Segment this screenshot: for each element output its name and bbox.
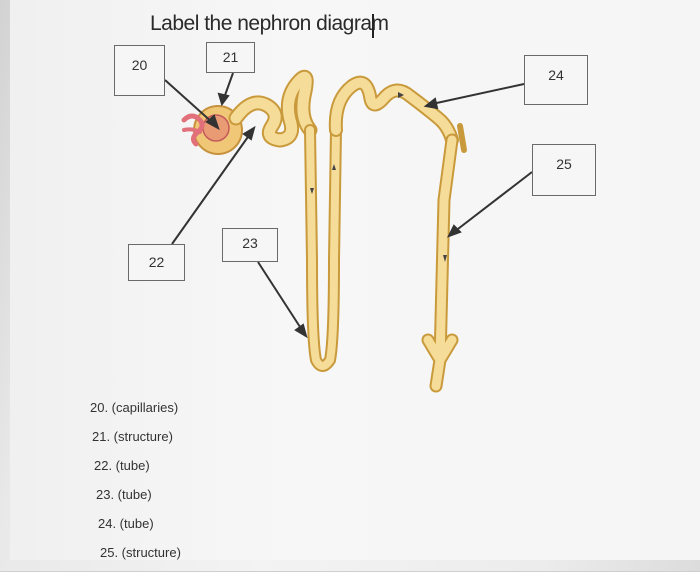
leader-line-20 — [164, 79, 215, 125]
answer-item-25: 25. (structure) — [100, 545, 181, 560]
label-number-24: 24 — [548, 67, 564, 83]
answer-item-20: 20. (capillaries) — [90, 400, 179, 415]
collecting-duct-fill — [423, 135, 457, 391]
answer-item-24: 24. (tube) — [98, 516, 154, 531]
arrowhead-21 — [217, 92, 230, 107]
arrowhead-20 — [205, 114, 220, 131]
label-box-24[interactable]: 24 — [524, 55, 588, 105]
leader-line-24 — [431, 83, 525, 105]
answer-list: 20. (capillaries) 21. (structure) 22. (t… — [90, 398, 181, 572]
label-box-22[interactable]: 22 — [128, 244, 185, 281]
leader-line-21 — [223, 72, 234, 99]
answer-item-23: 23. (tube) — [96, 487, 152, 502]
page-title: Label the nephron diagram — [150, 12, 389, 35]
arrowhead-25 — [446, 224, 462, 238]
leader-line-25 — [453, 171, 533, 233]
arrowhead-22 — [242, 125, 256, 141]
label-box-20[interactable]: 20 — [114, 45, 165, 96]
flow-arrows — [310, 92, 447, 262]
label-number-25: 25 — [556, 156, 572, 172]
label-box-21[interactable]: 21 — [206, 42, 255, 73]
text-cursor — [372, 14, 374, 38]
duct-branch — [457, 123, 467, 153]
label-number-23: 23 — [242, 235, 258, 251]
leader-line-22 — [171, 133, 251, 245]
distal-fill — [330, 77, 457, 145]
label-number-22: 22 — [148, 254, 165, 270]
arrowhead-23 — [294, 323, 308, 339]
arrowhead-24 — [423, 97, 439, 110]
label-number-21: 21 — [222, 49, 239, 65]
leader-line-23 — [257, 261, 303, 331]
answer-item-22: 22. (tube) — [94, 458, 150, 473]
answer-item-21: 21. (structure) — [92, 429, 173, 444]
proximal-tubule-fill — [230, 71, 316, 146]
label-number-20: 20 — [131, 57, 148, 73]
label-box-25[interactable]: 25 — [532, 144, 596, 196]
loop-fill — [306, 126, 340, 370]
label-box-23[interactable]: 23 — [222, 228, 278, 262]
glomerulus-capillaries — [181, 113, 205, 147]
